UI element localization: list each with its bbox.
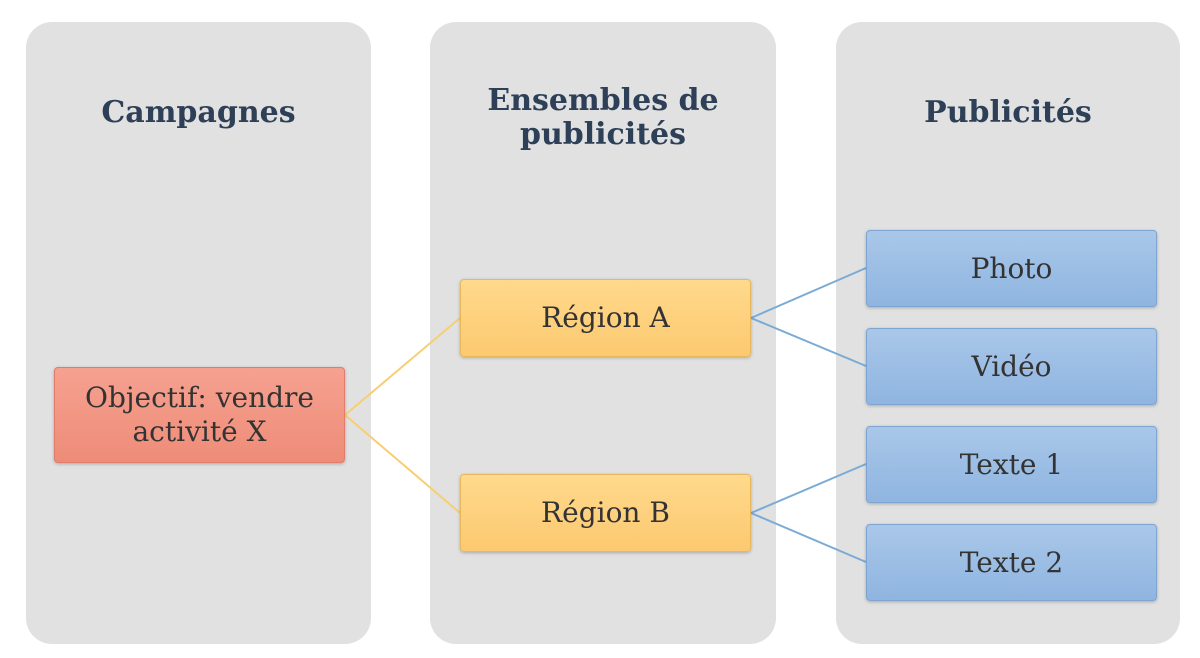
ad-node-video: Vidéo <box>866 328 1157 405</box>
column-campagnes: Campagnes <box>26 22 371 644</box>
column-title-publicites: Publicités <box>924 95 1092 130</box>
column-title-ensembles: Ensembles de publicités <box>487 83 719 152</box>
ad-node-texte-1: Texte 1 <box>866 426 1157 503</box>
adset-node-region-b: Région B <box>460 474 751 552</box>
ad-node-texte-2: Texte 2 <box>866 524 1157 601</box>
adset-node-region-a: Région A <box>460 279 751 357</box>
ad-node-photo: Photo <box>866 230 1157 307</box>
column-title-campagnes: Campagnes <box>101 95 296 130</box>
campaign-node-objectif: Objectif: vendre activité X <box>54 367 345 463</box>
